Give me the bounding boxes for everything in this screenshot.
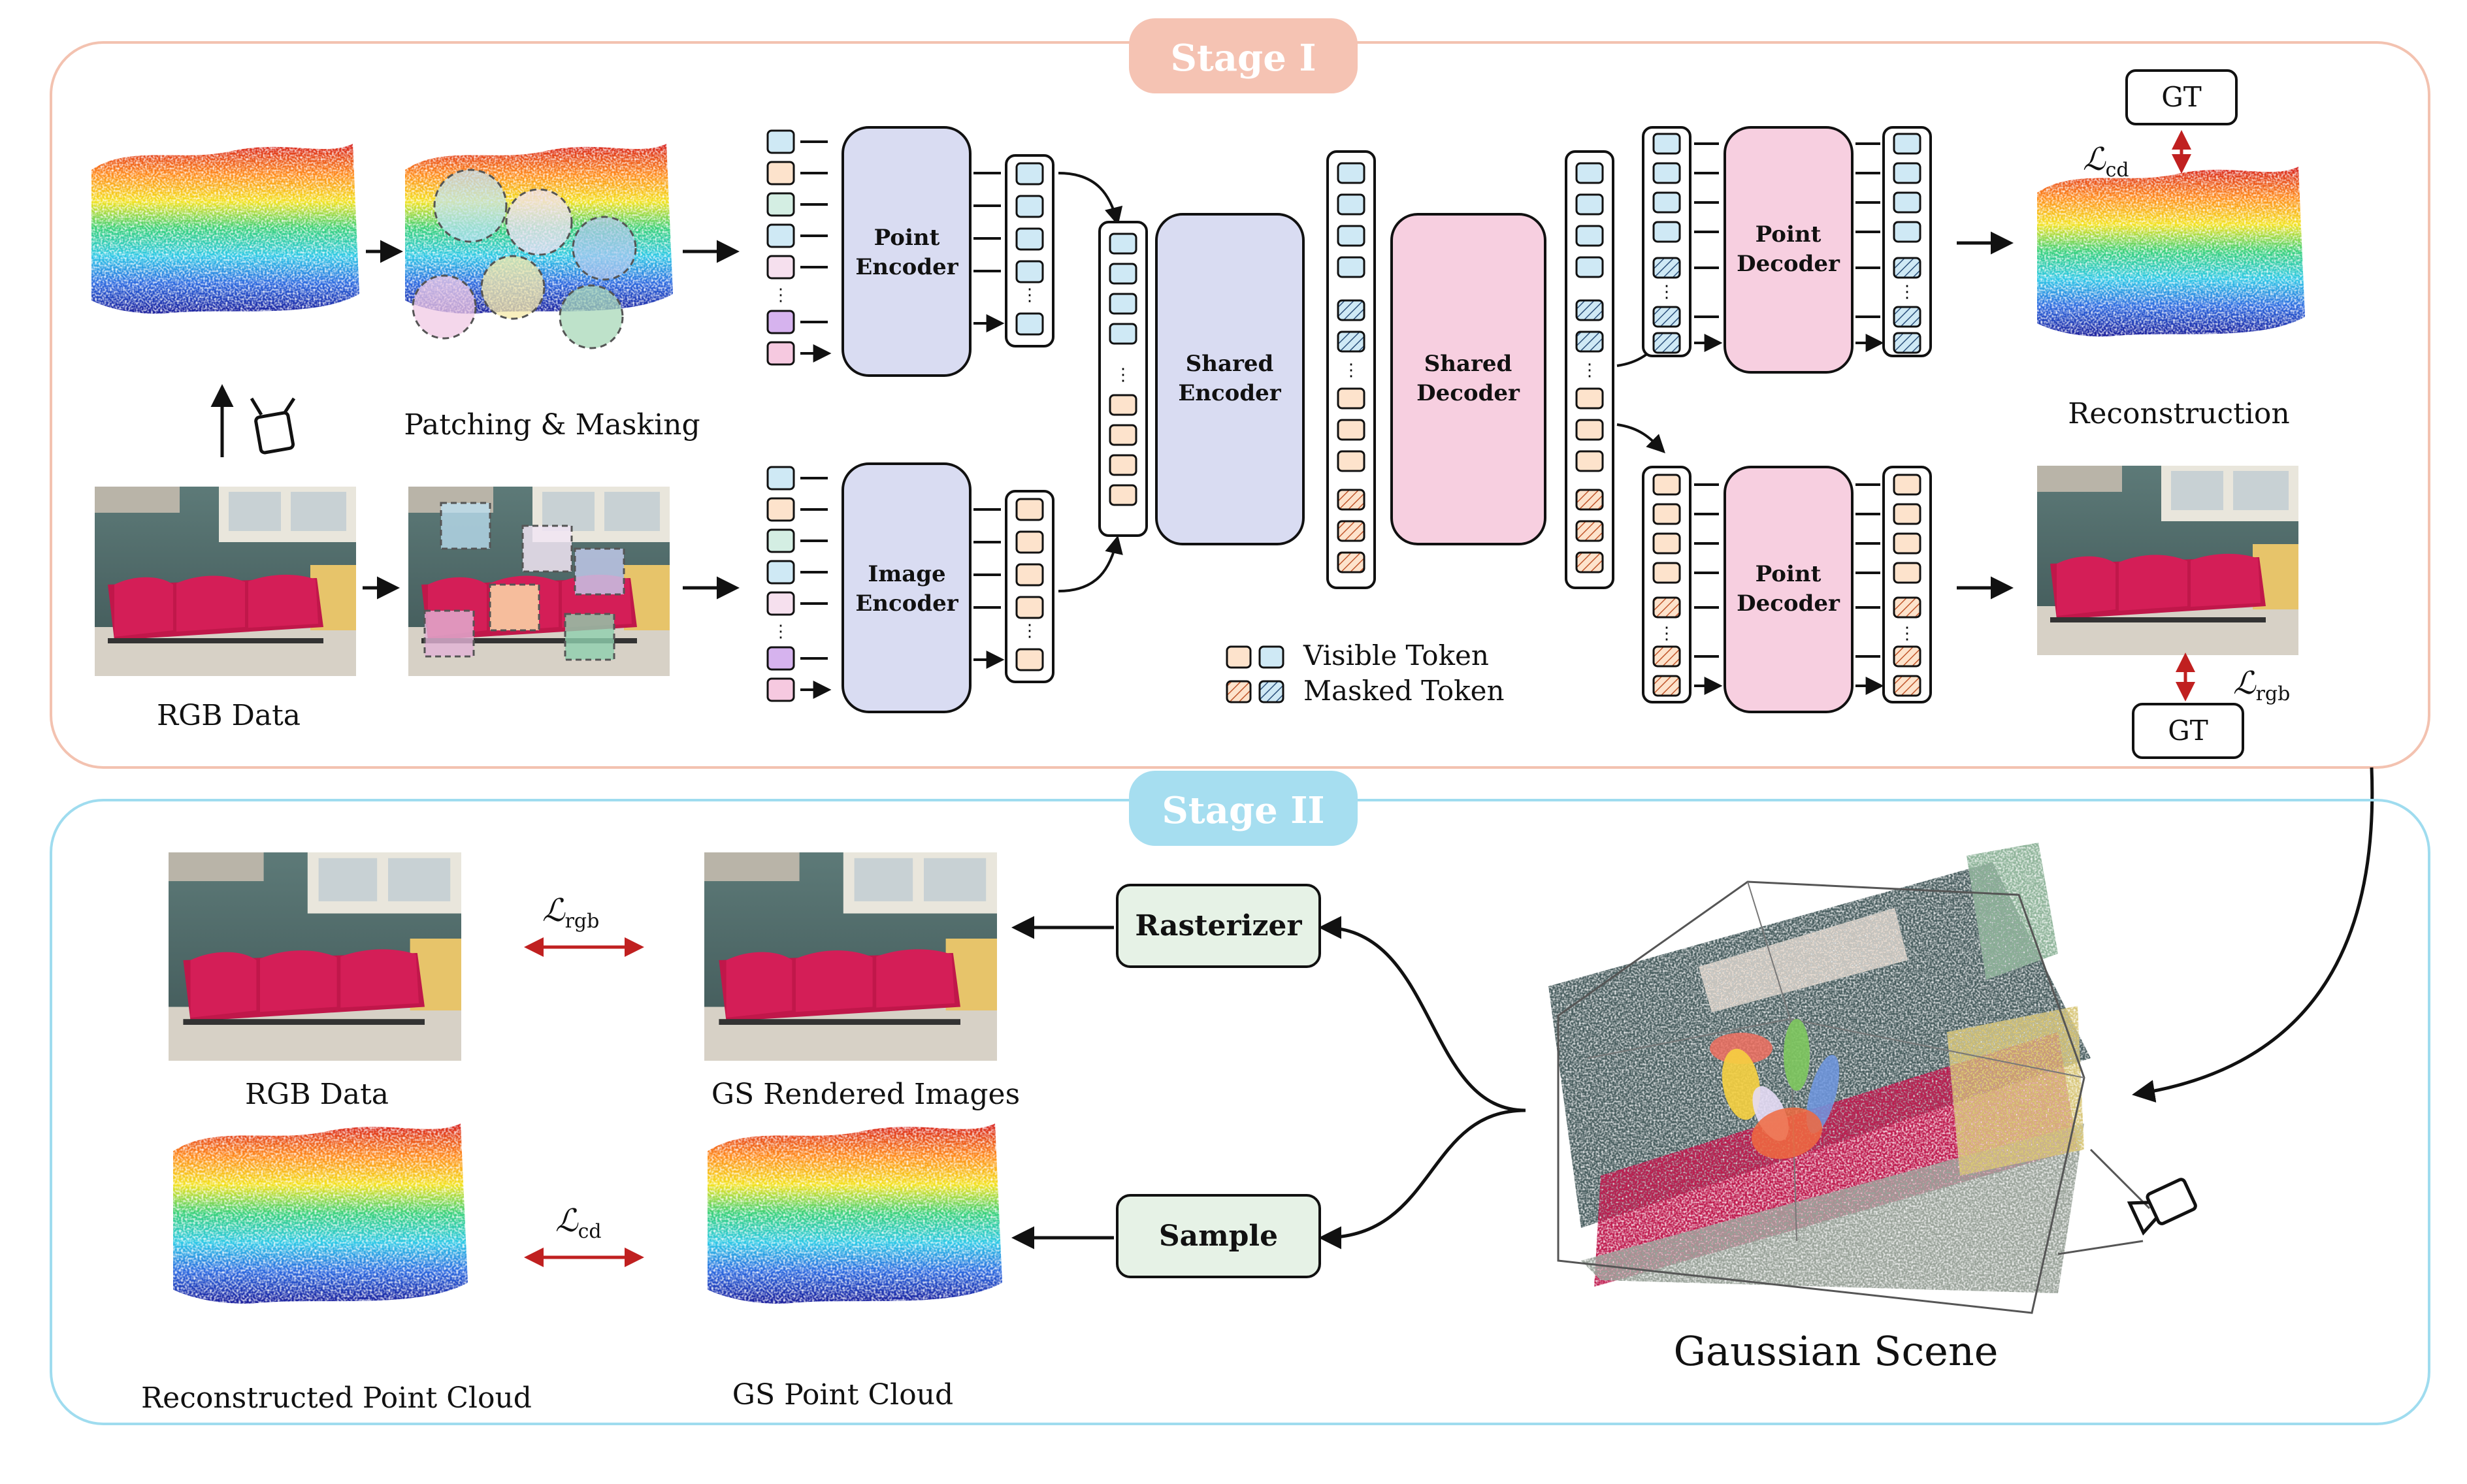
svg-text:⋮: ⋮ — [1115, 365, 1132, 384]
image-encoder-output-tokens: ⋮ — [973, 490, 1054, 683]
point-encoder-label-1: Point — [874, 225, 940, 251]
arrow-stage1-to-scene — [2132, 767, 2374, 1103]
gs-rendered-label: GS Rendered Images — [711, 1078, 1020, 1111]
shared-encoder-box — [1155, 213, 1305, 545]
masked-point-cloud — [405, 144, 673, 349]
gt-box-top — [2125, 69, 2238, 125]
gt-top-label: GT — [2161, 81, 2202, 113]
point-decoder-bottom-label-1: Point — [1756, 561, 1822, 587]
decoded-token-column: ⋮ — [1565, 150, 1614, 589]
point-decoder-top-label-2: Decoder — [1737, 251, 1840, 277]
gt-bottom-label: GT — [2168, 715, 2208, 747]
point-encoder-box — [841, 126, 972, 377]
svg-text:⋮: ⋮ — [1021, 621, 1038, 640]
token-legend: Visible Token Masked Token — [1226, 639, 1505, 707]
loss-rgb-top: ℒrgb — [2233, 665, 2290, 705]
rasterizer-label: Rasterizer — [1135, 909, 1302, 943]
sample-label: Sample — [1159, 1219, 1278, 1253]
point-decoder-bottom-box — [1724, 466, 1854, 713]
reconstructed-rgb-image — [2037, 466, 2298, 655]
gaussian-scene-label: Gaussian Scene — [1674, 1327, 1999, 1375]
svg-text:⋮: ⋮ — [1021, 285, 1038, 304]
point-encoder-label-2: Encoder — [855, 254, 958, 280]
input-point-cloud — [91, 144, 359, 314]
svg-text:⋮: ⋮ — [1899, 624, 1916, 643]
shared-encoder-label-2: Encoder — [1178, 380, 1281, 406]
reconstruction-label: Reconstruction — [2068, 397, 2290, 430]
svg-text:⋮: ⋮ — [1658, 624, 1675, 643]
stage1-badge — [1129, 18, 1358, 93]
point-decoder-bottom-input-tokens: ⋮ — [1642, 466, 1719, 703]
arrow-scene-to-rasterizer — [1318, 916, 1526, 1112]
svg-text:⋮: ⋮ — [1899, 282, 1916, 301]
arrow-merge-bottom — [1058, 535, 1123, 592]
image-encoder-label-2: Encoder — [855, 590, 958, 617]
loss-rgb-stage2: ℒrgb — [542, 892, 599, 933]
arrow-scene-to-sample — [1318, 1108, 1526, 1250]
shared-decoder-box — [1390, 213, 1546, 545]
camera-icon — [250, 397, 296, 455]
point-input-tokens: ⋮ — [766, 129, 828, 364]
shared-decoder-label-1: Shared — [1424, 351, 1512, 377]
gt-box-bottom — [2132, 703, 2244, 759]
input-rgb-image — [95, 487, 356, 676]
point-decoder-top-input-tokens: ⋮ — [1642, 126, 1719, 356]
svg-text:⋮: ⋮ — [1658, 282, 1675, 301]
rgb-data-label: RGB Data — [157, 699, 301, 732]
arrow-merge-top — [1058, 172, 1123, 226]
shared-decoder-label-2: Decoder — [1416, 380, 1520, 406]
stage2-title: Stage II — [1162, 789, 1324, 832]
point-decoder-bottom-output-tokens: ⋮ — [1855, 466, 1932, 703]
svg-text:⋮: ⋮ — [772, 622, 789, 641]
point-encoder-output-tokens: ⋮ — [973, 154, 1054, 347]
recon-pc-label: Reconstructed Point Cloud — [141, 1381, 532, 1415]
encoded-token-column: ⋮ — [1326, 150, 1376, 589]
reconstructed-point-cloud — [2037, 167, 2305, 336]
point-decoder-top-label-1: Point — [1756, 221, 1822, 248]
image-input-tokens: ⋮ — [766, 466, 828, 701]
patching-masking-label: Patching & Masking — [404, 408, 700, 442]
combined-token-column: ⋮ — [1098, 221, 1148, 537]
svg-text:⋮: ⋮ — [1581, 361, 1598, 379]
point-decoder-bottom-label-2: Decoder — [1737, 590, 1840, 617]
legend-masked-token: Masked Token — [1303, 675, 1505, 707]
arrow-split-bottom — [1616, 423, 1665, 453]
svg-text:⋮: ⋮ — [1343, 361, 1360, 379]
shared-encoder-label-1: Shared — [1186, 351, 1274, 377]
gs-pc-label: GS Point Cloud — [732, 1378, 953, 1411]
gs-rendered-image — [704, 852, 997, 1061]
image-encoder-label-1: Image — [868, 561, 945, 587]
stage2-rgb-data-label: RGB Data — [245, 1078, 389, 1111]
stage2-rgb-image — [169, 852, 461, 1061]
stage2-reconstructed-point-cloud — [173, 1123, 468, 1304]
svg-text:⋮: ⋮ — [772, 285, 789, 304]
image-encoder-box — [841, 462, 972, 713]
masked-rgb-image — [408, 487, 670, 676]
stage1-title: Stage I — [1170, 37, 1316, 80]
gs-point-cloud — [708, 1123, 1002, 1304]
legend-visible-token: Visible Token — [1303, 639, 1489, 671]
stage2-badge — [1129, 771, 1358, 846]
point-decoder-top-output-tokens: ⋮ — [1855, 126, 1932, 356]
loss-cd-stage2: ℒcd — [555, 1202, 602, 1243]
gaussian-scene — [1548, 843, 2197, 1314]
loss-cd-top: ℒcd — [2083, 141, 2129, 182]
point-decoder-top-box — [1724, 126, 1854, 374]
